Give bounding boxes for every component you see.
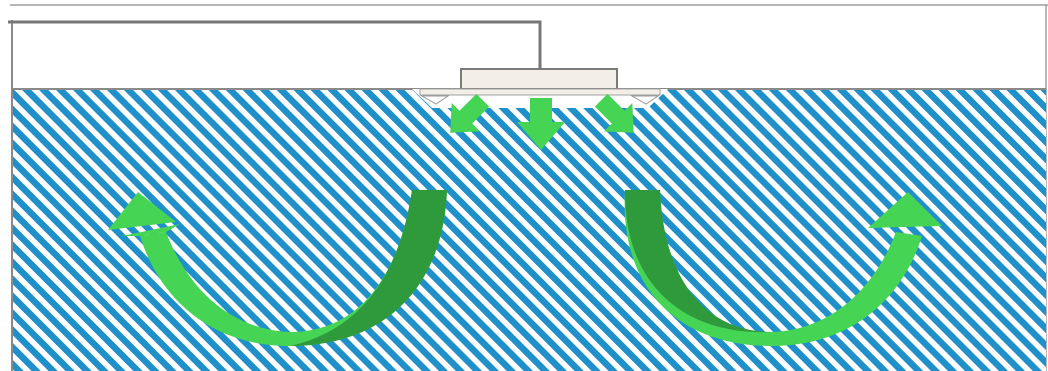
cassette-unit — [460, 68, 618, 90]
down-right-arrow-icon — [594, 93, 634, 133]
suspension-pipe — [8, 20, 542, 68]
down-left-arrow-icon — [450, 93, 490, 133]
vent-louver-left — [420, 95, 450, 105]
down-arrow-icon — [517, 98, 565, 150]
curved-return-arrow-icon — [108, 190, 447, 346]
curved-return-arrow-icon — [624, 190, 942, 346]
cassette-panel — [419, 88, 661, 96]
vent-louver-right — [630, 95, 660, 105]
room-hatched-area — [12, 90, 1046, 371]
